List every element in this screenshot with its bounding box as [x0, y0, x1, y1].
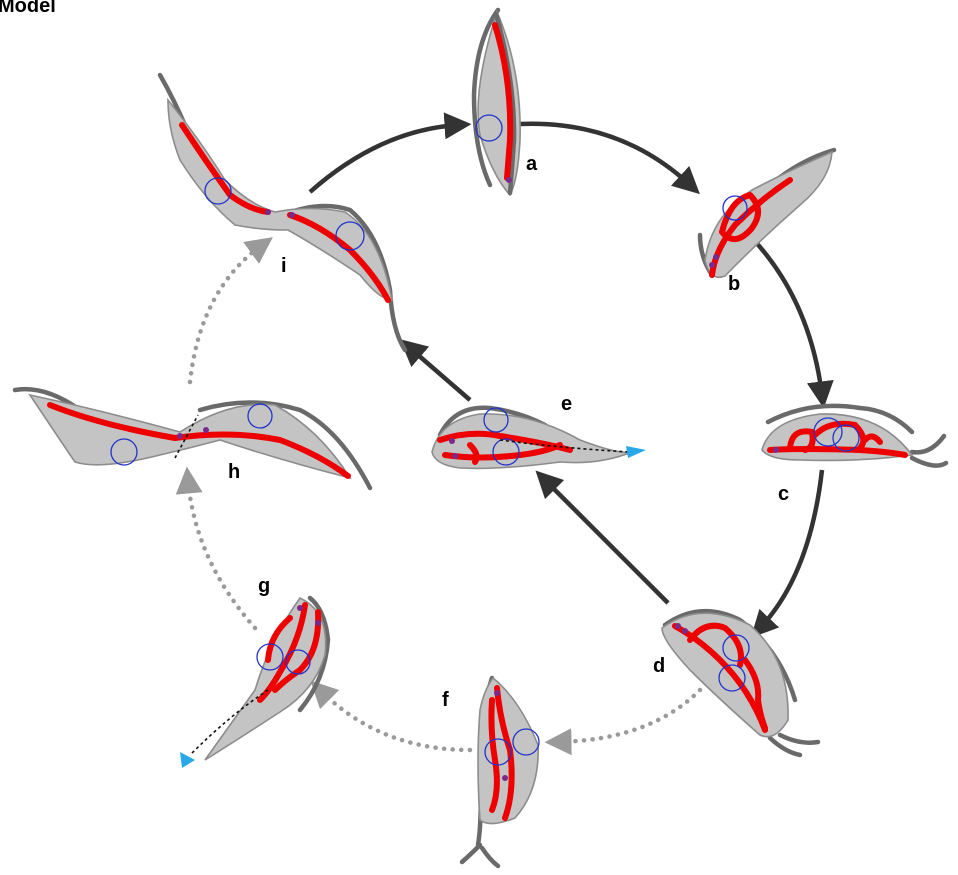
- stage-label-e: e: [561, 393, 572, 415]
- arrow-i-to-a: [310, 125, 458, 192]
- stage-label-d: d: [653, 655, 665, 677]
- arrow-b-to-c: [752, 238, 822, 395]
- cell-stage-a: [474, 10, 520, 195]
- arrow-e-to-i: [410, 348, 470, 400]
- stage-label-h: h: [228, 461, 240, 483]
- stage-label-i: i: [281, 255, 287, 277]
- cell-stage-g: [180, 598, 328, 768]
- stage-label-c: c: [778, 483, 789, 505]
- cell-stage-d: [662, 611, 818, 755]
- cell-stage-i: [160, 75, 405, 350]
- arrow-g-to-h: [188, 480, 255, 628]
- cell-stage-f: [462, 678, 539, 866]
- stage-label-b: b: [728, 273, 740, 295]
- cell-stage-h: [15, 389, 370, 488]
- arrow-d-to-f: [558, 690, 700, 742]
- stage-label-g: g: [258, 575, 270, 597]
- arrow-c-to-d: [760, 470, 822, 628]
- stage-label-a: a: [526, 153, 538, 175]
- stage-label-f: f: [442, 689, 449, 711]
- cell-stage-e: [432, 408, 646, 469]
- arrow-a-to-b: [520, 124, 690, 185]
- arrow-d-to-e: [545, 480, 668, 603]
- arrow-h-to-i: [190, 245, 262, 382]
- cell-stage-c: [762, 406, 946, 466]
